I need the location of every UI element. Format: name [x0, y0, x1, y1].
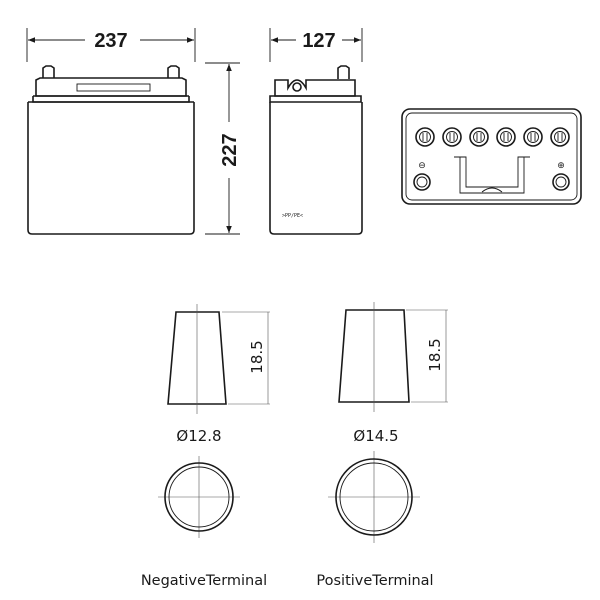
positive-diameter-value: Ø14.5 — [353, 427, 398, 445]
top-positive-post — [555, 176, 567, 188]
negative-plan-inner — [168, 466, 230, 528]
negative-terminal-detail: 18.5 Ø12.8 NegativeTerminal — [141, 304, 270, 589]
front-post-right — [167, 65, 180, 78]
top-outline-inner — [405, 112, 578, 201]
vent-cap — [442, 127, 462, 147]
vent-cap-ring — [442, 127, 462, 147]
top-negative-post — [416, 176, 428, 188]
top-positive-ring — [552, 173, 570, 191]
side-view: 127 >PP/PE< — [269, 28, 363, 235]
top-view: ⊖ ⊕ — [401, 108, 582, 205]
negative-diameter-value: Ø12.8 — [176, 427, 221, 445]
vent-cap-center — [419, 131, 431, 143]
negative-terminal-profile — [167, 311, 227, 405]
side-vent-cap — [292, 82, 302, 92]
top-handle-channel — [454, 156, 530, 194]
positive-terminal-profile — [338, 309, 410, 403]
front-post-left — [42, 65, 55, 78]
vent-cap-center — [527, 131, 539, 143]
vent-cap-center — [554, 131, 566, 143]
top-handle-inner — [460, 156, 524, 188]
front-lid — [35, 77, 187, 97]
front-view: 237 — [26, 28, 196, 235]
negative-terminal-label: NegativeTerminal — [141, 573, 267, 589]
positive-plan-outer — [335, 458, 413, 536]
front-lid-lip — [32, 96, 190, 103]
side-lid-lip — [269, 95, 362, 103]
positive-height-value: 18.5 — [426, 338, 444, 371]
side-post — [337, 65, 350, 79]
vent-cap-ring — [415, 127, 435, 147]
height-dimension: 227 — [205, 62, 241, 235]
top-outline-outer — [401, 108, 582, 205]
top-negative-terminal: ⊖ — [413, 161, 431, 191]
vent-cap — [469, 127, 489, 147]
vent-cap-ring — [550, 127, 570, 147]
positive-terminal-detail: 18.5 Ø14.5 PositiveTerminal — [316, 302, 448, 589]
width-value: 127 — [302, 30, 335, 52]
vent-cap — [496, 127, 516, 147]
vent-cap-center — [473, 131, 485, 143]
vent-cap-ring — [496, 127, 516, 147]
vent-cap-ring — [523, 127, 543, 147]
length-value: 237 — [94, 30, 127, 52]
top-negative-ring — [413, 173, 431, 191]
positive-terminal-label: PositiveTerminal — [316, 573, 433, 589]
vent-cap-ring — [469, 127, 489, 147]
top-positive-terminal: ⊕ — [552, 161, 570, 191]
positive-plan-inner — [339, 462, 409, 532]
height-value: 227 — [219, 133, 241, 166]
side-body — [269, 102, 363, 235]
vent-cap — [415, 127, 435, 147]
vent-cap-center — [500, 131, 512, 143]
vent-caps — [415, 127, 570, 147]
negative-plan-outer — [164, 462, 234, 532]
top-handle-notch — [481, 187, 503, 193]
top-negative-symbol: ⊖ — [418, 161, 426, 171]
side-recycle-mark: >PP/PE< — [282, 213, 303, 219]
vent-cap — [550, 127, 570, 147]
side-lid — [274, 79, 356, 97]
front-handle — [76, 83, 151, 92]
vent-cap-center — [446, 131, 458, 143]
front-body — [27, 102, 195, 235]
negative-height-value: 18.5 — [248, 340, 266, 373]
top-positive-symbol: ⊕ — [557, 161, 565, 171]
vent-cap — [523, 127, 543, 147]
